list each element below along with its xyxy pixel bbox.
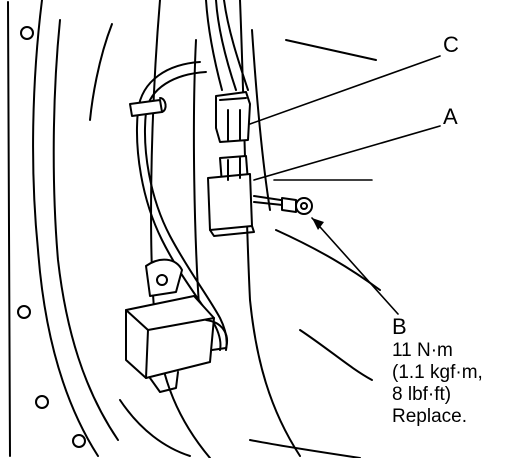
callout-a: A <box>443 104 458 129</box>
center-pillar <box>150 0 381 458</box>
leader-lines <box>249 55 441 315</box>
connector-a <box>207 155 255 237</box>
bolt-b <box>253 195 313 215</box>
leader-arrow-b <box>312 218 324 230</box>
replace-note: Replace. <box>392 406 467 427</box>
panel-bolt-holes <box>17 26 86 448</box>
torque-value: 11 N·m <box>392 340 453 361</box>
torque-kgf: (1.1 kgf·m, <box>392 362 483 383</box>
torque-lbf: 8 lbf·ft) <box>392 384 451 405</box>
wire-harness <box>205 0 249 91</box>
callout-b: B <box>392 314 407 339</box>
callout-c: C <box>443 32 459 57</box>
bottom-module <box>125 258 228 393</box>
body-panel <box>7 0 191 457</box>
connector-c <box>215 91 251 143</box>
